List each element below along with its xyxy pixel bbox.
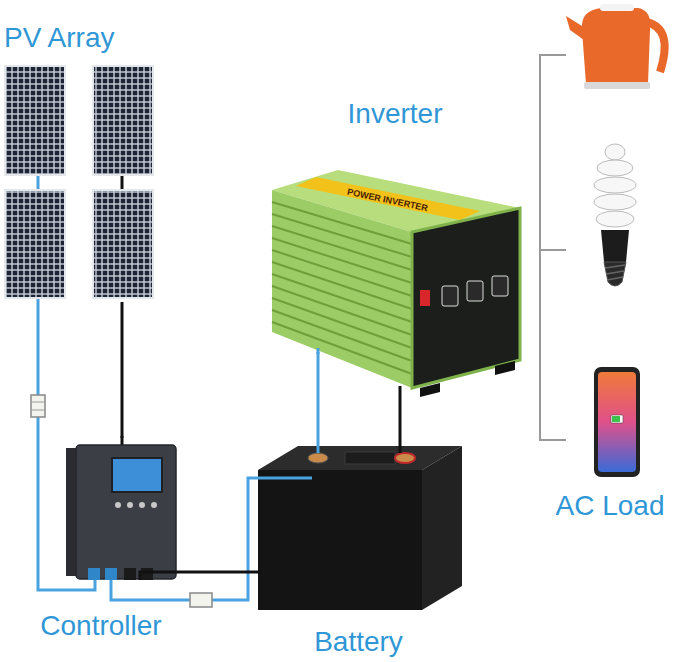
solar-panel [93, 66, 153, 175]
ac-outlet [442, 286, 458, 306]
positive-wire [317, 440, 320, 453]
terminal [88, 568, 100, 580]
component-box: Inverter [265, 98, 525, 352]
lcd-screen [112, 458, 162, 492]
fuse-symbol [31, 395, 45, 417]
negative-wire [255, 571, 262, 574]
brand-text: POWER INVERTER [346, 187, 428, 214]
inverter-front [412, 208, 520, 388]
component-box: AC Load [548, 2, 672, 522]
panel-wire [37, 176, 40, 189]
phone-body [594, 367, 640, 477]
component-label: AC Load [556, 490, 665, 522]
bulb-spiral [594, 177, 636, 193]
battery-terminal [395, 453, 415, 463]
battery-body [258, 470, 422, 610]
button [127, 502, 133, 508]
terminal [141, 568, 153, 580]
wire-connector [317, 352, 320, 440]
button [115, 502, 121, 508]
panel-wire [121, 176, 124, 189]
inverter-foot [495, 361, 515, 375]
solar-panel [93, 190, 153, 298]
ac-outlet [467, 281, 483, 301]
positive-wire [111, 478, 312, 600]
button [139, 502, 145, 508]
kettle-base [584, 82, 650, 89]
component-label: Controller [40, 610, 161, 642]
kettle-spout [566, 16, 584, 40]
battery-lid [345, 452, 395, 464]
solar-panel [5, 190, 65, 298]
inverter-side [272, 190, 412, 388]
power-switch [420, 290, 430, 306]
kettle-lid [600, 4, 634, 11]
button [151, 502, 157, 508]
bulb-thread [605, 265, 625, 280]
wire-connector [121, 302, 124, 438]
load-bracket [540, 55, 566, 440]
fuse-detail [31, 402, 45, 410]
phone-screen [598, 372, 636, 472]
bulb-spiral [597, 160, 633, 176]
component-label: Battery [314, 626, 403, 658]
battery-icon [611, 415, 623, 423]
negative-wire [399, 386, 402, 453]
ac-outlet [492, 276, 508, 296]
negative-wire [140, 572, 180, 580]
wire-connector [180, 571, 255, 574]
bulb-screw [604, 262, 626, 286]
solar-panel [5, 66, 65, 175]
component-box: PV Array [2, 22, 158, 302]
bulb-spiral [596, 211, 634, 227]
bulb-spiral [594, 194, 636, 210]
cooling-fins [272, 202, 412, 374]
battery-side [422, 446, 462, 610]
component-label: Inverter [348, 98, 443, 130]
fuse-symbol [190, 593, 212, 607]
component-box: Battery [255, 440, 462, 658]
bulb-spiral [605, 144, 625, 160]
bulb-base [601, 230, 629, 262]
battery-terminal [308, 453, 328, 463]
battery-charge [612, 416, 620, 422]
charge-controller [76, 445, 176, 579]
inverter-foot [420, 383, 440, 397]
label-holder: POWER INVERTER [346, 181, 430, 215]
terminal [105, 568, 117, 580]
component-box: Controller [22, 438, 180, 642]
kettle-body [582, 8, 650, 84]
component-label: PV Array [4, 22, 114, 54]
terminal [124, 568, 136, 580]
